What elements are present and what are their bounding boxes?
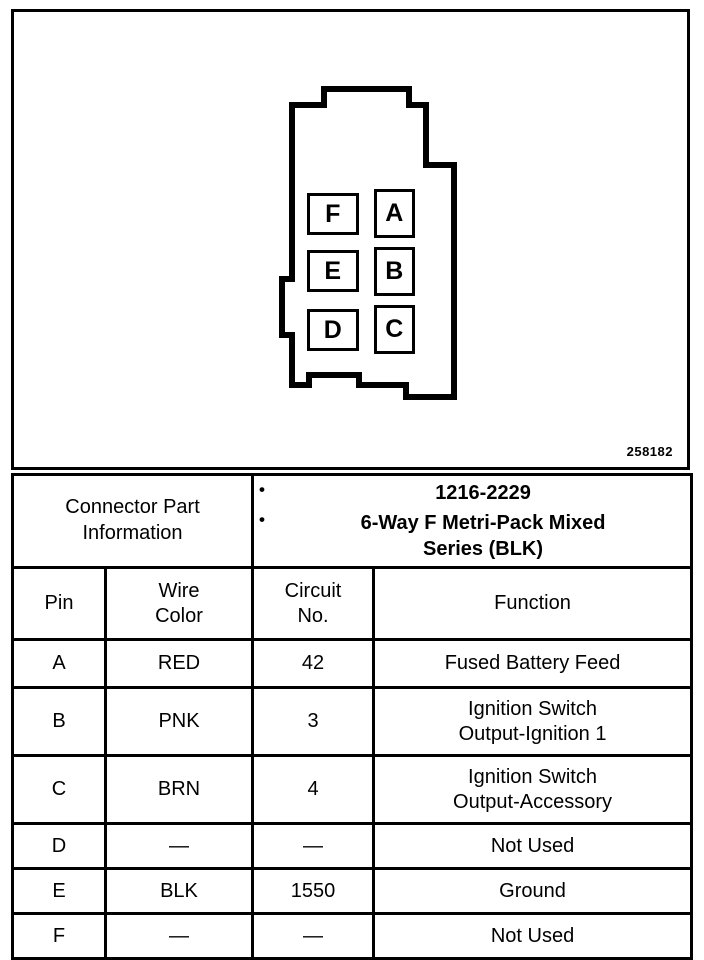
connector-part-information-row: Connector Part Information 1216-2229 6-W… <box>10 473 694 569</box>
connector-part-information-values: 1216-2229 6-Way F Metri-Pack Mixed Serie… <box>251 473 694 569</box>
cpi-label-line1: Connector Part <box>65 496 200 519</box>
connector-diagram-panel: F E D A B C 258182 <box>11 9 690 470</box>
cell-wire-color: PNK <box>103 686 255 757</box>
column-header-circuit-no: Circuit No. <box>251 566 376 641</box>
cell-pin: B <box>11 686 107 757</box>
cell-pin: C <box>11 754 107 825</box>
cell-pin: A <box>11 638 107 689</box>
cell-circuit-no: 42 <box>251 638 376 689</box>
table-row: A RED 42 Fused Battery Feed <box>11 638 694 689</box>
pin-box-F: F <box>307 193 359 235</box>
cpi-bullet-part-number-text: 1216-2229 <box>435 482 531 504</box>
pin-box-A: A <box>374 189 415 238</box>
cell-function-line1: Ignition Switch <box>468 765 597 788</box>
cell-function-line1: Fused Battery Feed <box>444 652 621 674</box>
table-row: F — — Not Used <box>11 912 694 960</box>
cell-function-line2: Output-Accessory <box>453 790 612 813</box>
column-header-pin: Pin <box>11 566 107 641</box>
table-row: C BRN 4 Ignition Switch Output-Accessory <box>11 754 694 825</box>
cell-wire-color: BLK <box>103 867 255 915</box>
cpi-bullet-series: 6-Way F Metri-Pack Mixed Series (BLK) <box>259 509 690 562</box>
pin-box-B: B <box>374 247 415 296</box>
cell-pin: E <box>11 867 107 915</box>
cell-function-line1: Ground <box>499 879 566 902</box>
cell-function-line1: Not Used <box>490 924 575 947</box>
cell-function-line1: Not Used <box>490 834 575 857</box>
cell-function: Not Used <box>372 912 694 960</box>
cell-circuit-no: 3 <box>251 686 376 757</box>
table-header-row: Pin Wire Color Circuit No. Function <box>11 566 694 641</box>
cell-function-line2: Output-Ignition 1 <box>458 722 607 745</box>
cell-circuit-no: 1550 <box>251 867 376 915</box>
pin-box-C: C <box>374 305 415 354</box>
column-header-circuit-no-line1: Circuit <box>284 580 342 603</box>
cell-function: Ignition Switch Output-Ignition 1 <box>372 686 694 757</box>
cell-wire-color: — <box>103 822 255 870</box>
column-header-function: Function <box>372 566 694 641</box>
cell-wire-color: RED <box>103 638 255 689</box>
cell-circuit-no: — <box>251 822 376 870</box>
connector-part-information-label: Connector Part Information <box>10 473 255 569</box>
cell-pin: F <box>11 912 107 960</box>
column-header-wire-color-line1: Wire <box>158 580 200 603</box>
cpi-bullet-series-line2: Series (BLK) <box>423 538 544 560</box>
cell-function: Ground <box>372 867 694 915</box>
cell-function: Ignition Switch Output-Accessory <box>372 754 694 825</box>
cell-pin: D <box>11 822 107 870</box>
cpi-bullet-series-line1: 6-Way F Metri-Pack Mixed <box>360 512 606 534</box>
cell-circuit-no: — <box>251 912 376 960</box>
figure-reference-number: 258182 <box>626 444 673 459</box>
pin-box-D: D <box>307 309 359 351</box>
table-row: B PNK 3 Ignition Switch Output-Ignition … <box>11 686 694 757</box>
connector-outline-icon <box>279 86 457 400</box>
table-row: D — — Not Used <box>11 822 694 870</box>
column-header-circuit-no-line2: No. <box>297 604 329 627</box>
cell-wire-color: BRN <box>103 754 255 825</box>
cell-function-line1: Ignition Switch <box>468 697 597 720</box>
pin-box-E: E <box>307 250 359 292</box>
cell-circuit-no: 4 <box>251 754 376 825</box>
connector-information-table: Connector Part Information 1216-2229 6-W… <box>10 473 694 960</box>
cell-function: Not Used <box>372 822 694 870</box>
cpi-bullet-part-number: 1216-2229 <box>259 479 690 506</box>
table-row: E BLK 1550 Ground <box>11 867 694 915</box>
cell-function: Fused Battery Feed <box>372 638 694 689</box>
column-header-wire-color: Wire Color <box>103 566 255 641</box>
column-header-wire-color-line2: Color <box>155 604 203 627</box>
cell-wire-color: — <box>103 912 255 960</box>
cpi-label-line2: Information <box>82 522 183 544</box>
